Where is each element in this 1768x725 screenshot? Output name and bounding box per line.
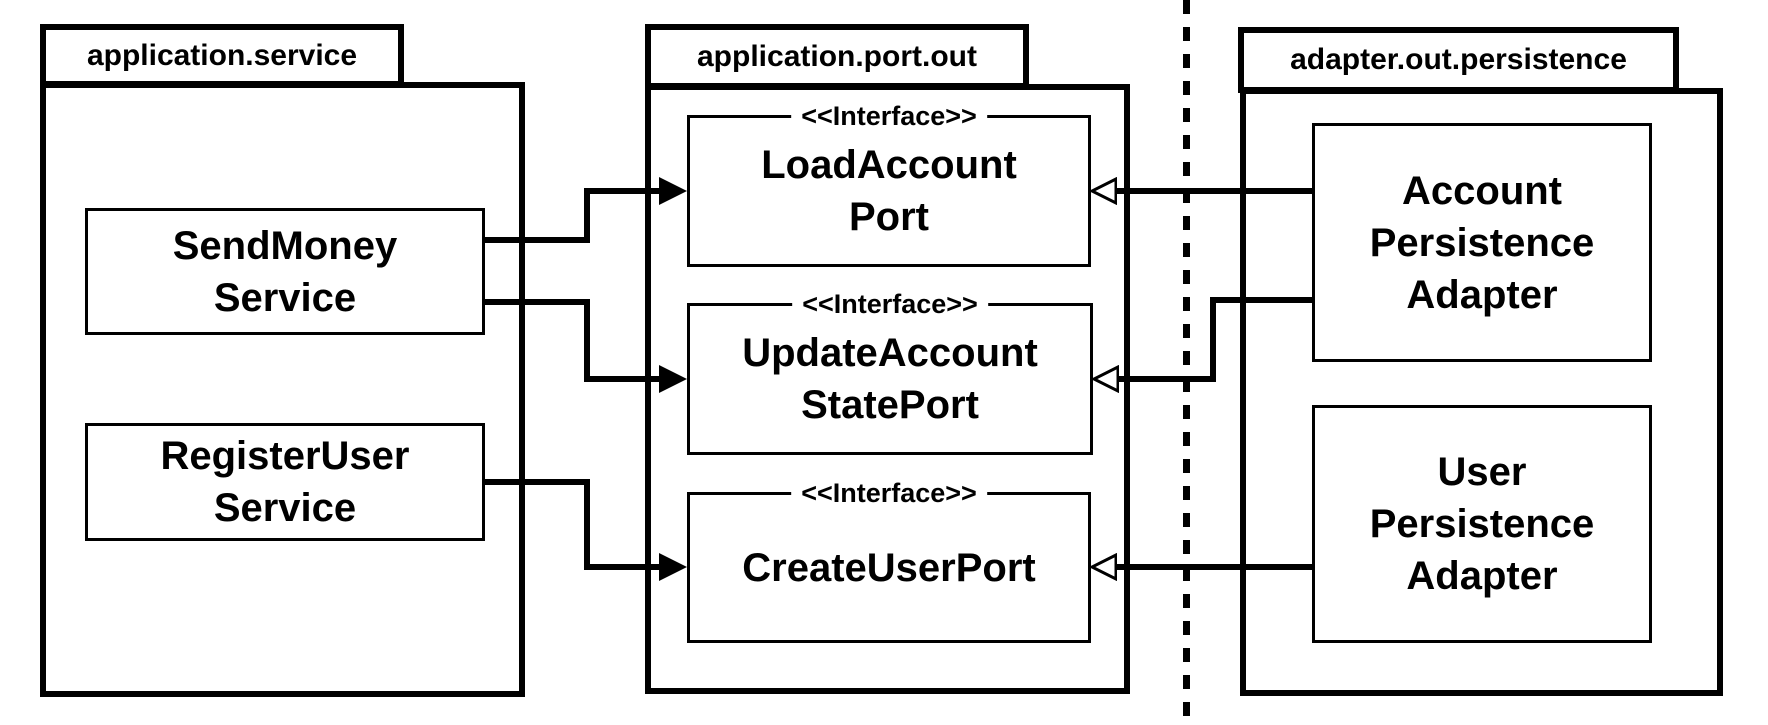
update-account-state-port-box: <<Interface>> UpdateAccount StatePort [687, 289, 1093, 455]
conn-sendmoney-updateaccount-seg-v [584, 299, 590, 382]
register-user-service-label: RegisterUser Service [160, 434, 410, 530]
solid-arrowhead-icon [659, 553, 687, 581]
package-label-application-port-out: application.port.out [697, 39, 977, 73]
open-arrowhead-icon [1089, 553, 1117, 581]
load-account-port-label: LoadAccount Port [761, 143, 1017, 239]
update-account-state-port-label: UpdateAccount StatePort [742, 331, 1038, 427]
create-user-port-box: <<Interface>> CreateUserPort [687, 478, 1091, 643]
register-user-service-box: RegisterUser Service [85, 423, 485, 541]
conn-accountadapter-loadaccount-seg-h [1115, 188, 1312, 194]
package-tab-application-port-out: application.port.out [645, 24, 1029, 89]
open-arrowhead-icon [1091, 365, 1119, 393]
conn-accountadapter-updateaccount-seg-v [1210, 297, 1216, 382]
package-body-application-service [40, 82, 525, 697]
conn-registeruser-createuser-seg-h2 [584, 564, 661, 570]
package-tab-application-service: application.service [40, 24, 404, 87]
user-persistence-adapter-label: User Persistence Adapter [1369, 450, 1595, 598]
open-arrowhead-icon [1089, 177, 1117, 205]
update-account-state-port-stereotype: <<Interface>> [792, 289, 988, 320]
conn-registeruser-createuser-seg-v [584, 479, 590, 570]
account-persistence-adapter-box: Account Persistence Adapter [1312, 123, 1652, 362]
conn-accountadapter-updateaccount-seg-h2 [1117, 376, 1213, 382]
conn-registeruser-createuser-seg-h1 [485, 479, 590, 485]
package-tab-adapter-out-persistence: adapter.out.persistence [1238, 27, 1679, 93]
create-user-port-label: CreateUserPort [742, 545, 1036, 590]
user-persistence-adapter-box: User Persistence Adapter [1312, 405, 1652, 643]
account-persistence-adapter-label: Account Persistence Adapter [1369, 168, 1595, 317]
package-label-application-service: application.service [86, 38, 358, 72]
package-label-adapter-out-persistence: adapter.out.persistence [1290, 43, 1627, 76]
create-user-port-stereotype: <<Interface>> [791, 478, 987, 509]
conn-sendmoney-loadaccount-seg-h1 [485, 237, 590, 243]
solid-arrowhead-icon [659, 365, 687, 393]
conn-sendmoney-updateaccount-seg-h1 [485, 299, 590, 305]
conn-sendmoney-loadaccount-seg-v [584, 188, 590, 243]
architecture-boundary-dashed-line [1183, 0, 1190, 725]
send-money-service-box: SendMoney Service [85, 208, 485, 335]
load-account-port-box: <<Interface>> LoadAccount Port [687, 101, 1091, 267]
load-account-port-stereotype: <<Interface>> [791, 101, 987, 132]
conn-sendmoney-updateaccount-seg-h2 [584, 376, 661, 382]
conn-sendmoney-loadaccount-seg-h2 [584, 188, 661, 194]
send-money-service-label: SendMoney Service [172, 223, 398, 320]
conn-useradapter-createuser-seg-h [1115, 564, 1312, 570]
solid-arrowhead-icon [659, 177, 687, 205]
conn-accountadapter-updateaccount-seg-h1 [1213, 297, 1312, 303]
